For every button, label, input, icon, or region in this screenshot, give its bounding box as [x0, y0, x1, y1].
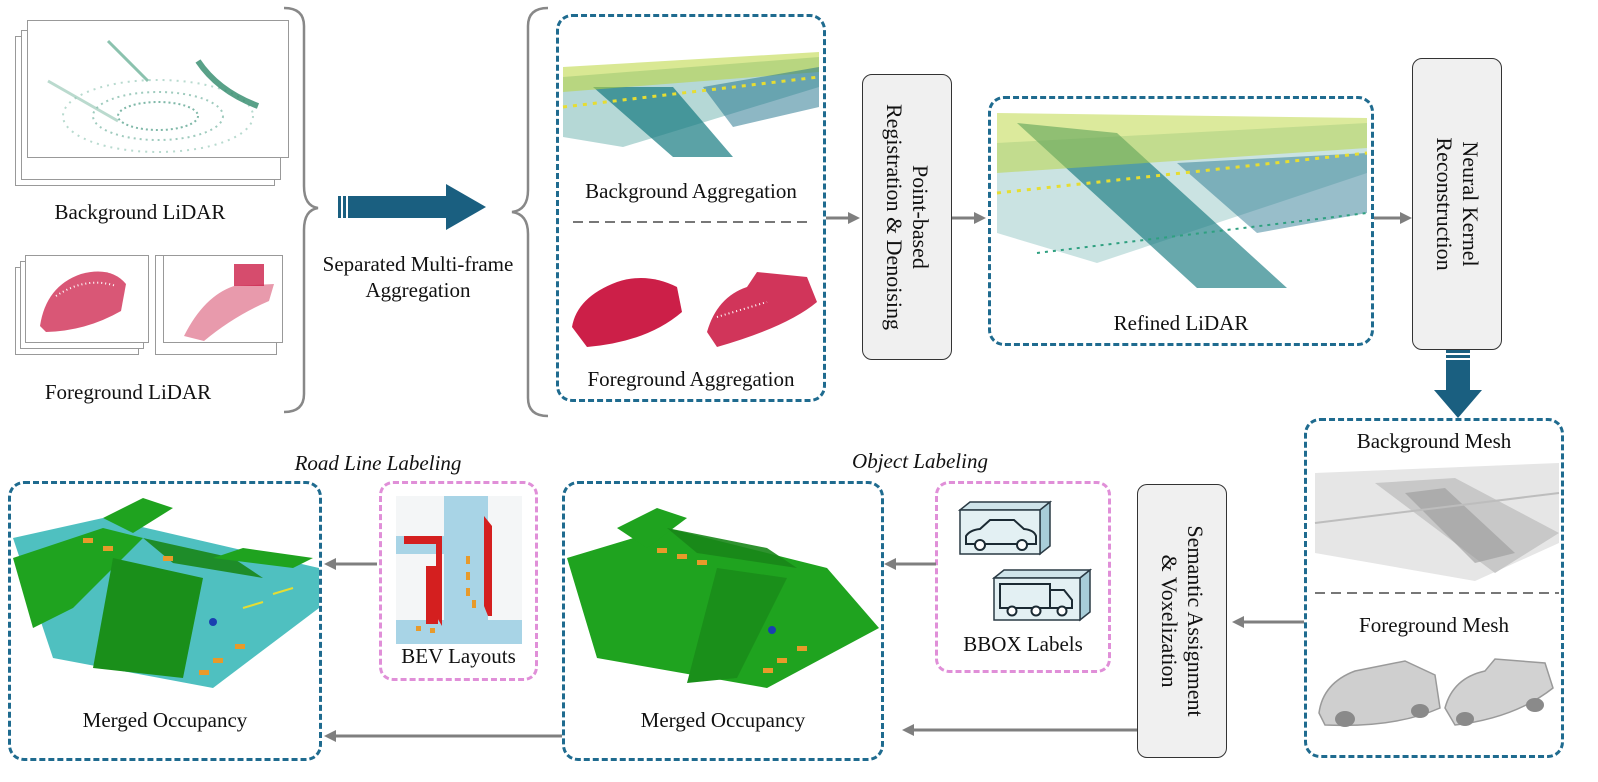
mesh-divider [1315, 592, 1559, 594]
occupancy-box-left: Merged Occupancy [8, 481, 322, 761]
refined-lidar-image [996, 113, 1368, 288]
aggregation-box: Background Aggregation Foreground Aggreg… [556, 14, 826, 402]
occupancy-image-middle [567, 508, 879, 688]
occupancy-label-middle: Merged Occupancy [640, 708, 806, 732]
background-lidar-label: Background LiDAR [54, 200, 226, 224]
arrow-to-refined [952, 212, 986, 224]
background-lidar-frame-1 [27, 20, 289, 158]
bev-layout-image [396, 496, 522, 644]
registration-label-line1: Point-based [908, 165, 933, 269]
occupancy-label-left: Merged Occupancy [82, 708, 248, 732]
background-aggregation-image [562, 52, 820, 157]
foreground-aggregation-label: Foreground Aggregation [587, 367, 795, 391]
refined-lidar-label: Refined LiDAR [1113, 311, 1249, 335]
background-mesh-image [1314, 463, 1560, 581]
bbox-labels-label: BBOX Labels [963, 632, 1083, 656]
semantic-box: Semantic Assignment & Voxelization [1137, 484, 1227, 758]
car-bbox-icon [957, 500, 1053, 556]
registration-label-line2: Registration & Denoising [882, 103, 907, 331]
object-labeling-box: BBOX Labels [935, 481, 1111, 673]
occupancy-box-middle: Merged Occupancy [562, 481, 884, 761]
aggregation-divider [573, 221, 813, 223]
left-brace-close [283, 6, 319, 414]
foreground-mesh-label: Foreground Mesh [1359, 613, 1509, 637]
foreground-mesh-image [1318, 658, 1554, 727]
registration-box: Point-based Registration & Denoising [862, 74, 952, 360]
arrow-bev-to-left-occupancy [324, 558, 377, 570]
reconstruction-down-arrow [1434, 350, 1482, 418]
semantic-label: Semantic Assignment & Voxelization [1156, 525, 1208, 716]
arrow-occupancy-to-left-bottom [324, 730, 562, 742]
semantic-label-line1: Semantic Assignment [1183, 525, 1208, 717]
foreground-lidar-frame-2a [163, 255, 283, 343]
background-aggregation-label: Background Aggregation [585, 179, 797, 203]
background-mesh-label: Background Mesh [1356, 429, 1512, 453]
reconstruction-label-line1: Neural Kernel [1458, 141, 1483, 267]
object-labeling-title: Object Labeling [852, 449, 988, 473]
bev-layouts-label: BEV Layouts [401, 644, 516, 668]
foreground-aggregation-image [572, 272, 817, 347]
foreground-lidar-stack-1 [15, 255, 150, 355]
background-lidar-stack [15, 20, 290, 190]
reconstruction-box: Neural Kernel Reconstruction [1412, 58, 1502, 350]
occupancy-image-left [13, 498, 319, 688]
aggregation-arrow [338, 184, 486, 230]
arrow-semantic-to-occupancy [902, 724, 1137, 736]
refined-lidar-box: Refined LiDAR [988, 96, 1374, 346]
foreground-car-points-2 [184, 264, 274, 341]
arrow-to-semantic [1232, 616, 1304, 628]
foreground-car-points-1 [40, 271, 126, 332]
aggregation-label-line1: Separated Multi-frame [322, 252, 514, 276]
aggregation-label-line2: Aggregation [365, 278, 471, 302]
road-line-labeling-title: Road Line Labeling [294, 451, 462, 475]
foreground-lidar-frame-1a [25, 255, 149, 343]
arrow-to-registration [826, 212, 860, 224]
semantic-label-line2: & Voxelization [1157, 554, 1182, 688]
mesh-box: Background Mesh Foreground Mesh [1304, 418, 1564, 758]
registration-label: Point-based Registration & Denoising [881, 104, 933, 330]
background-lidar-points [47, 39, 260, 153]
truck-bbox-icon [991, 568, 1093, 622]
reconstruction-label-line2: Reconstruction [1432, 137, 1457, 271]
right-brace-open [511, 6, 549, 418]
foreground-lidar-stack-2 [155, 255, 295, 355]
foreground-lidar-label: Foreground LiDAR [44, 380, 212, 404]
reconstruction-label: Neural Kernel Reconstruction [1431, 137, 1483, 270]
arrow-to-reconstruction [1374, 212, 1412, 224]
road-line-labeling-box: BEV Layouts [379, 481, 538, 681]
arrow-object-to-occupancy [884, 558, 936, 570]
